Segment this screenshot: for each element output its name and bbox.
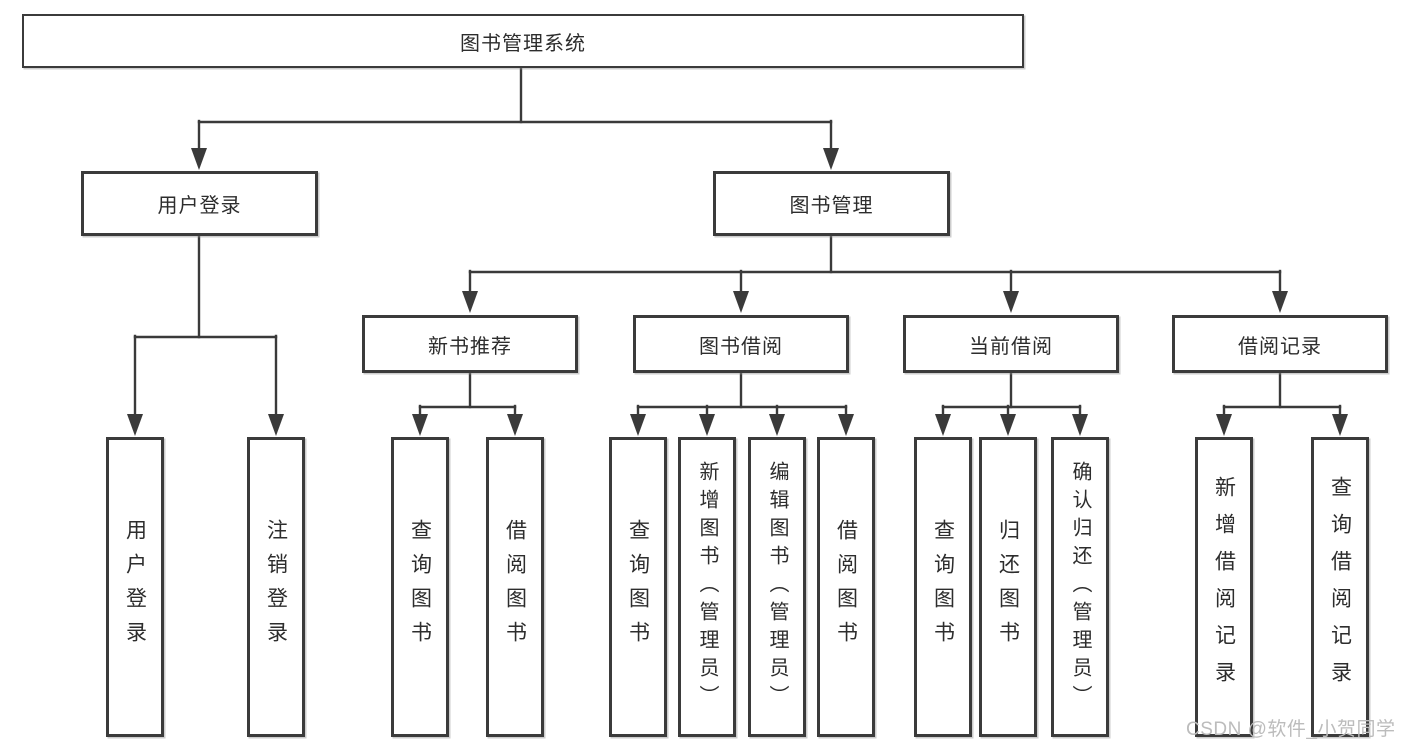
leaf-query-books-borrowing: 查询图书: [609, 437, 667, 737]
node-book-management-label: 图书管理: [789, 195, 874, 217]
connector-user-login: [127, 234, 284, 436]
leaf-logout-login-label: 注销登录: [264, 519, 288, 655]
connector-book-borrowing: [630, 371, 854, 436]
connector-root: [191, 65, 839, 170]
leaf-add-books-admin-label: 新增图书（管理员）: [696, 461, 718, 713]
node-borrowing-records-label: 借阅记录: [1238, 335, 1322, 358]
leaf-add-borrow-record: 新增借阅记录: [1195, 437, 1253, 737]
node-user-login-label: 用户登录: [157, 195, 242, 217]
connector-current-borrowing: [935, 371, 1088, 436]
node-book-management: 图书管理: [713, 171, 950, 236]
leaf-logout-login: 注销登录: [247, 437, 305, 737]
node-borrowing-records: 借阅记录: [1172, 315, 1388, 373]
leaf-borrow-books-recommend: 借阅图书: [486, 437, 544, 737]
node-library-management-system-label: 图书管理系统: [460, 32, 586, 55]
leaf-query-books-borrowing-label: 查询图书: [626, 519, 650, 655]
leaf-edit-books-admin-label: 编辑图书（管理员）: [766, 461, 788, 713]
leaf-add-borrow-record-label: 新增借阅记录: [1212, 476, 1236, 698]
node-book-borrowing-label: 图书借阅: [699, 335, 783, 358]
node-new-book-recommendation: 新书推荐: [362, 315, 578, 373]
leaf-query-books-recommend-label: 查询图书: [408, 519, 432, 655]
leaf-query-books-current: 查询图书: [914, 437, 972, 737]
node-book-borrowing: 图书借阅: [633, 315, 849, 373]
connector-borrowing-records: [1216, 371, 1348, 436]
node-current-borrowing: 当前借阅: [903, 315, 1119, 373]
leaf-return-books: 归还图书: [979, 437, 1037, 737]
node-current-borrowing-label: 当前借阅: [969, 335, 1053, 358]
node-new-book-recommendation-label: 新书推荐: [428, 335, 512, 358]
leaf-user-login: 用户登录: [106, 437, 164, 737]
leaf-borrow-books-borrowing-label: 借阅图书: [834, 519, 858, 655]
leaf-query-borrow-record-label: 查询借阅记录: [1328, 476, 1352, 698]
leaf-borrow-books-recommend-label: 借阅图书: [503, 519, 527, 655]
leaf-borrow-books-borrowing: 借阅图书: [817, 437, 875, 737]
leaf-confirm-return-admin: 确认归还（管理员）: [1051, 437, 1109, 737]
leaf-query-books-recommend: 查询图书: [391, 437, 449, 737]
connector-new-book-recommendation: [412, 371, 523, 436]
connector-book-management: [462, 234, 1288, 313]
leaf-query-books-current-label: 查询图书: [931, 519, 955, 655]
csdn-watermark: CSDN @软件_小贺同学: [1186, 719, 1396, 740]
leaf-return-books-label: 归还图书: [996, 519, 1020, 655]
node-user-login: 用户登录: [81, 171, 318, 236]
leaf-edit-books-admin: 编辑图书（管理员）: [748, 437, 806, 737]
leaf-user-login-label: 用户登录: [123, 519, 147, 655]
leaf-query-borrow-record: 查询借阅记录: [1311, 437, 1369, 737]
node-library-management-system: 图书管理系统: [22, 14, 1024, 68]
leaf-add-books-admin: 新增图书（管理员）: [678, 437, 736, 737]
leaf-confirm-return-admin-label: 确认归还（管理员）: [1069, 461, 1091, 713]
